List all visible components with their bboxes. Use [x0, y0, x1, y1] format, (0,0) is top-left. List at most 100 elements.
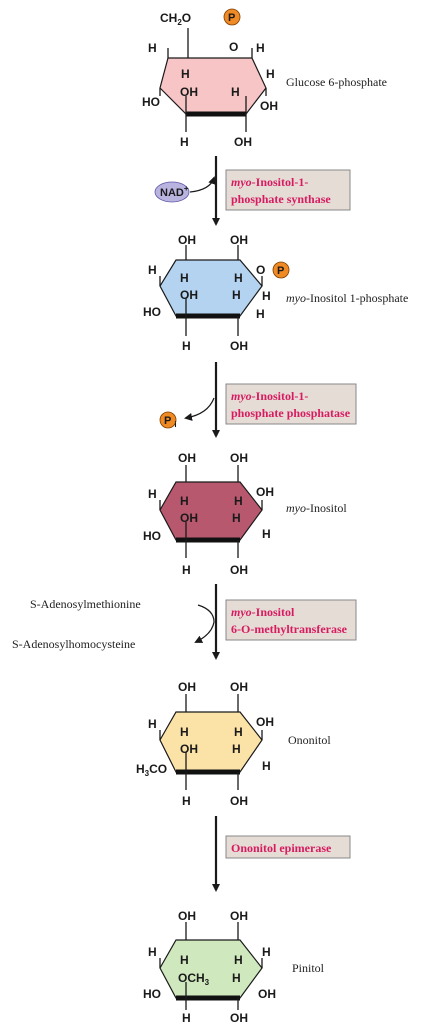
pinitol-ring: [159, 939, 263, 999]
glucose-6-phosphate-name: Glucose 6-phosphate: [286, 75, 387, 89]
h-label: H: [262, 945, 271, 959]
oh-label: OH: [230, 563, 248, 577]
oh-label: OH: [230, 680, 248, 694]
h-label: H: [262, 527, 271, 541]
enzyme-name: myo-Inositol-1-: [231, 175, 308, 189]
h-label: H: [234, 725, 243, 739]
h-label: H: [180, 271, 189, 285]
myo-inositol-1-phosphate-structure: OH OH H H H O P OH H H HO H H OH myo-Ino…: [143, 233, 408, 353]
oh-label: OH: [230, 794, 248, 808]
inositol-ring: [159, 481, 263, 541]
step3-reaction: S-Adenosylmethionine S-Adenosylhomocyste…: [12, 584, 357, 660]
oh-label: OH: [230, 909, 248, 923]
glucose-ring: [159, 57, 267, 115]
ring-oxygen-label: O: [229, 40, 238, 54]
nad-label: NAD+: [160, 184, 189, 199]
enzyme-box-2: [225, 383, 357, 425]
h-label: H: [232, 971, 241, 985]
h-label: H: [231, 85, 240, 99]
h-label: H: [234, 953, 243, 967]
h-label: H: [148, 717, 157, 731]
ho-label: HO: [142, 95, 160, 109]
h-label: H: [256, 307, 265, 321]
ho-label: HO: [143, 987, 161, 1001]
ch2o-label: CH2O: [160, 11, 191, 27]
och3-label: OCH3: [178, 971, 210, 987]
step1-reaction: NAD+ myo-Inositol-1- phosphate synthase: [154, 156, 351, 226]
enzyme-name: phosphate synthase: [231, 192, 331, 206]
glucose-6-phosphate-structure: CH2O P O H H H OH H H HO OH H OH Glucose…: [142, 8, 387, 149]
enzyme-name: 6-O-methyltransferase: [231, 622, 348, 636]
oh-label: OH: [256, 715, 274, 729]
oh-label: OH: [230, 1011, 248, 1025]
h-label: H: [180, 135, 189, 149]
h-label: H: [266, 67, 275, 81]
oh-label: OH: [230, 339, 248, 353]
enzyme-box-3: [225, 599, 357, 641]
enzyme-box-4: [225, 835, 351, 859]
oh-label: OH: [178, 680, 196, 694]
oh-label: OH: [234, 135, 252, 149]
h-label: H: [180, 953, 189, 967]
ho-label: HO: [143, 305, 161, 319]
h-label: H: [182, 339, 191, 353]
pinitol-structure: OH OH H H H H OCH3 H HO OH H OH Pinitol: [143, 909, 325, 1025]
myo-inositol-name: myo-Inositol: [286, 501, 347, 515]
h-label: H: [148, 487, 157, 501]
oh-label: OH: [178, 451, 196, 465]
pinitol-name: Pinitol: [292, 961, 325, 975]
enzyme-box-1: [225, 169, 351, 211]
oh-label: OH: [180, 85, 198, 99]
phosphate-label: P: [228, 12, 235, 24]
phosphate-circle: [223, 8, 241, 26]
h-label: H: [262, 759, 271, 773]
h3co-label: H3CO: [136, 762, 167, 778]
myo-inositol-1-phosphate-name: myo-Inositol 1-phosphate: [286, 291, 408, 305]
h-label: H: [232, 511, 241, 525]
oh-label: OH: [230, 451, 248, 465]
nad-ellipse: [154, 181, 190, 203]
h-label: H: [180, 494, 189, 508]
phosphate-circle: [272, 261, 290, 279]
ho-label: HO: [143, 529, 161, 543]
h-label: H: [182, 1011, 191, 1025]
oh-label: OH: [258, 987, 276, 1001]
oh-label: OH: [178, 909, 196, 923]
h-label: H: [234, 271, 243, 285]
inorganic-phosphate-circle: [159, 411, 177, 429]
step4-reaction: Ononitol epimerase: [212, 816, 351, 892]
h-label: H: [148, 41, 157, 55]
sam-label: S-Adenosylmethionine: [30, 597, 141, 611]
h-label: H: [148, 945, 157, 959]
enzyme-name: phosphate phosphatase: [231, 406, 351, 420]
oh-label: OH: [180, 742, 198, 756]
ononitol-name: Ononitol: [288, 733, 331, 747]
h-label: H: [182, 794, 191, 808]
myo-inositol-structure: OH OH H H H OH OH H HO H H OH myo-Inosit…: [143, 451, 347, 577]
oxygen-label: O: [256, 263, 265, 277]
h-label: H: [181, 67, 190, 81]
h-label: H: [182, 563, 191, 577]
h-label: H: [234, 494, 243, 508]
oh-label: OH: [180, 511, 198, 525]
h-label: H: [262, 289, 271, 303]
oh-label: OH: [260, 99, 278, 113]
oh-label: OH: [178, 233, 196, 247]
h-label: H: [232, 288, 241, 302]
h-label: H: [232, 742, 241, 756]
h-label: H: [148, 263, 157, 277]
ononitol-ring: [159, 711, 263, 773]
h-label: H: [180, 725, 189, 739]
sah-label: S-Adenosylhomocysteine: [12, 637, 135, 651]
oh-label: OH: [256, 485, 274, 499]
enzyme-name: Ononitol epimerase: [231, 841, 332, 855]
phosphate-label: P: [277, 265, 284, 277]
h-label: H: [256, 41, 265, 55]
oh-label: OH: [180, 288, 198, 302]
enzyme-name: myo-Inositol: [231, 605, 295, 619]
inositol-phosphate-ring: [159, 259, 263, 317]
ononitol-structure: OH OH H H H OH OH H H3CO H H OH Ononitol: [136, 680, 331, 808]
